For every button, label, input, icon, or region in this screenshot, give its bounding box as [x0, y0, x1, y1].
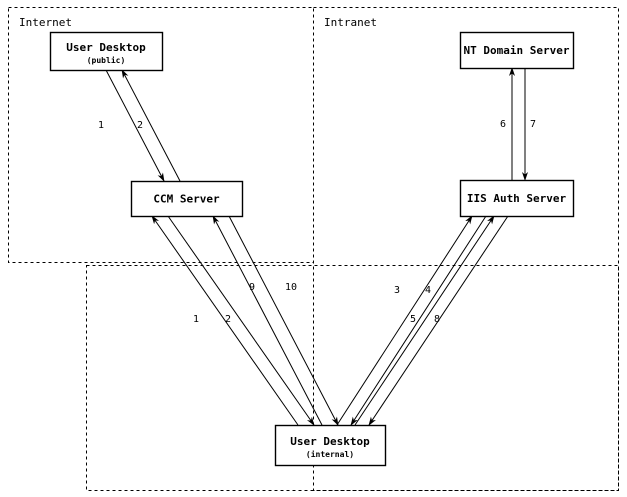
flow-edges	[105, 67, 528, 426]
step-label-edge-1-public: 1	[98, 120, 104, 131]
node-box-user-desktop-public[interactable]	[49, 31, 164, 72]
node-title-user-desktop-public: User Desktop	[66, 41, 146, 54]
node-title-ccm-server: CCM Server	[153, 193, 220, 206]
step-label-edge-7: 7	[530, 119, 536, 130]
flow-arrow-edge-9	[212, 215, 323, 426]
step-label-edge-10: 10	[285, 282, 297, 293]
step-label-edge-6: 6	[500, 119, 506, 130]
zone-boundary-intranet	[313, 7, 619, 491]
flow-arrow-edge-1-public	[105, 69, 165, 182]
step-label-edge-8: 8	[434, 314, 440, 325]
node-ccm-server[interactable]: CCM Server	[130, 180, 244, 218]
flow-arrow-edge-5	[354, 215, 495, 426]
step-label-edge-5: 5	[410, 314, 416, 325]
zone-boundary-internal	[86, 265, 619, 491]
step-label-edge-2-public: 2	[137, 120, 143, 131]
flow-arrow-edge-2-public	[121, 69, 181, 182]
node-box-iis-auth-server[interactable]	[459, 179, 575, 218]
flow-step-labels: 1 2 1 2 3 4 5 8 6 7 9 10	[98, 119, 536, 325]
node-iis-auth-server[interactable]: IIS Auth Server	[459, 179, 575, 218]
node-nt-domain-server[interactable]: NT Domain Server	[459, 31, 575, 70]
node-box-ccm-server[interactable]	[130, 180, 244, 218]
step-label-edge-1-internal: 1	[193, 314, 199, 325]
flow-arrow-edge-8	[368, 215, 509, 426]
zone-internal	[86, 265, 619, 491]
node-box-user-desktop-internal[interactable]	[274, 424, 387, 467]
node-subtitle-user-desktop-public: (public)	[87, 55, 126, 65]
flow-arrow-edge-4	[350, 215, 487, 426]
step-label-edge-3: 3	[394, 285, 400, 296]
flow-arrow-edge-10	[228, 215, 339, 426]
node-title-iis-auth-server: IIS Auth Server	[467, 192, 567, 205]
node-title-user-desktop-internal: User Desktop	[290, 435, 370, 448]
node-title-nt-domain-server: NT Domain Server	[464, 44, 570, 57]
zone-label-internet: Internet	[19, 16, 72, 29]
flow-arrow-edge-1-internal	[151, 215, 299, 426]
flow-arrow-edge-2-internal	[167, 215, 315, 426]
zone-label-intranet: Intranet	[324, 16, 377, 29]
step-label-edge-2-internal: 2	[225, 314, 231, 325]
step-label-edge-4: 4	[425, 285, 431, 296]
node-subtitle-user-desktop-internal: (internal)	[306, 449, 354, 459]
node-user-desktop-internal[interactable]: User Desktop(internal)	[274, 424, 387, 467]
zone-boundaries: Internet Intranet	[8, 7, 619, 491]
node-user-desktop-public[interactable]: User Desktop(public)	[49, 31, 164, 72]
flow-arrow-edge-3	[336, 215, 473, 426]
step-label-edge-9: 9	[249, 282, 255, 293]
node-box-nt-domain-server[interactable]	[459, 31, 575, 70]
zone-intranet: Intranet	[313, 7, 619, 491]
